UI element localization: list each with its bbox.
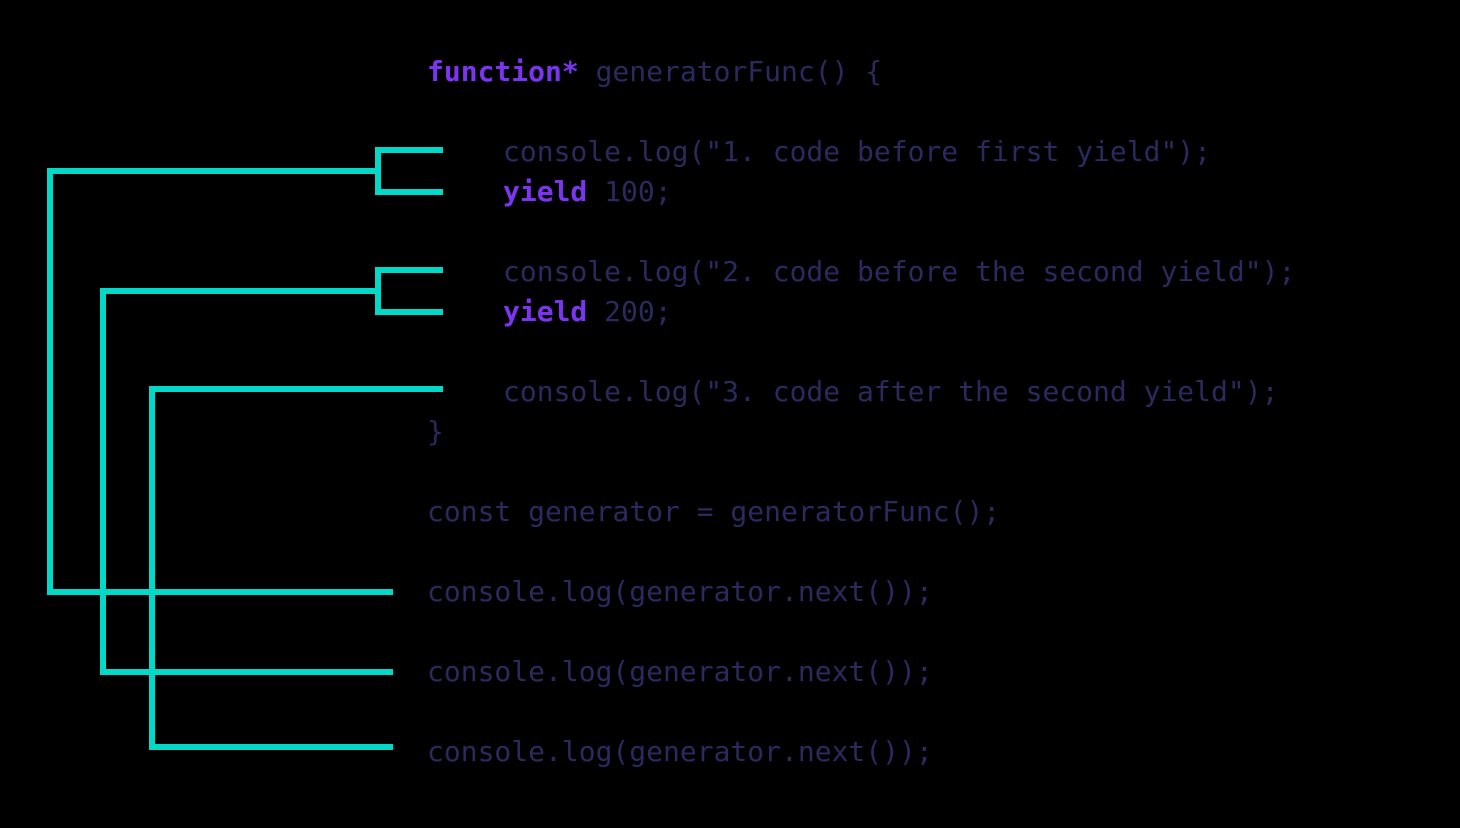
code-token-plain: console.log("3. code after the second yi… [503,375,1279,408]
code-line-line-2: console.log("1. code before first yield"… [503,132,1211,172]
code-line-line-4: console.log("2. code before the second y… [503,252,1295,292]
code-token-plain: console.log(generator.next()); [427,655,933,688]
code-token-plain: 100; [587,175,672,208]
code-line-line-9: console.log(generator.next()); [427,572,933,612]
code-token-plain: console.log(generator.next()); [427,735,933,768]
code-token-plain: generatorFunc() { [578,55,883,88]
code-line-line-6: console.log("3. code after the second yi… [503,372,1278,412]
code-line-line-8: const generator = generatorFunc(); [427,492,1000,532]
code-token-plain: 200; [587,295,672,328]
code-token-plain: console.log(generator.next()); [427,575,933,608]
code-token-keyword: yield [503,295,588,328]
code-token-plain: console.log("2. code before the second y… [503,255,1296,288]
code-line-line-7: } [427,412,444,452]
code-line-line-10: console.log(generator.next()); [427,652,933,692]
code-token-keyword: function* [427,55,579,88]
code-token-plain: } [427,415,444,448]
code-token-plain: console.log("1. code before first yield"… [503,135,1212,168]
code-token-plain: const generator = generatorFunc(); [427,495,1001,528]
code-line-line-11: console.log(generator.next()); [427,732,933,772]
code-line-line-1: function* generatorFunc() { [427,52,882,92]
code-line-line-5: yield 200; [503,292,672,332]
code-token-keyword: yield [503,175,588,208]
code-line-line-3: yield 100; [503,172,672,212]
